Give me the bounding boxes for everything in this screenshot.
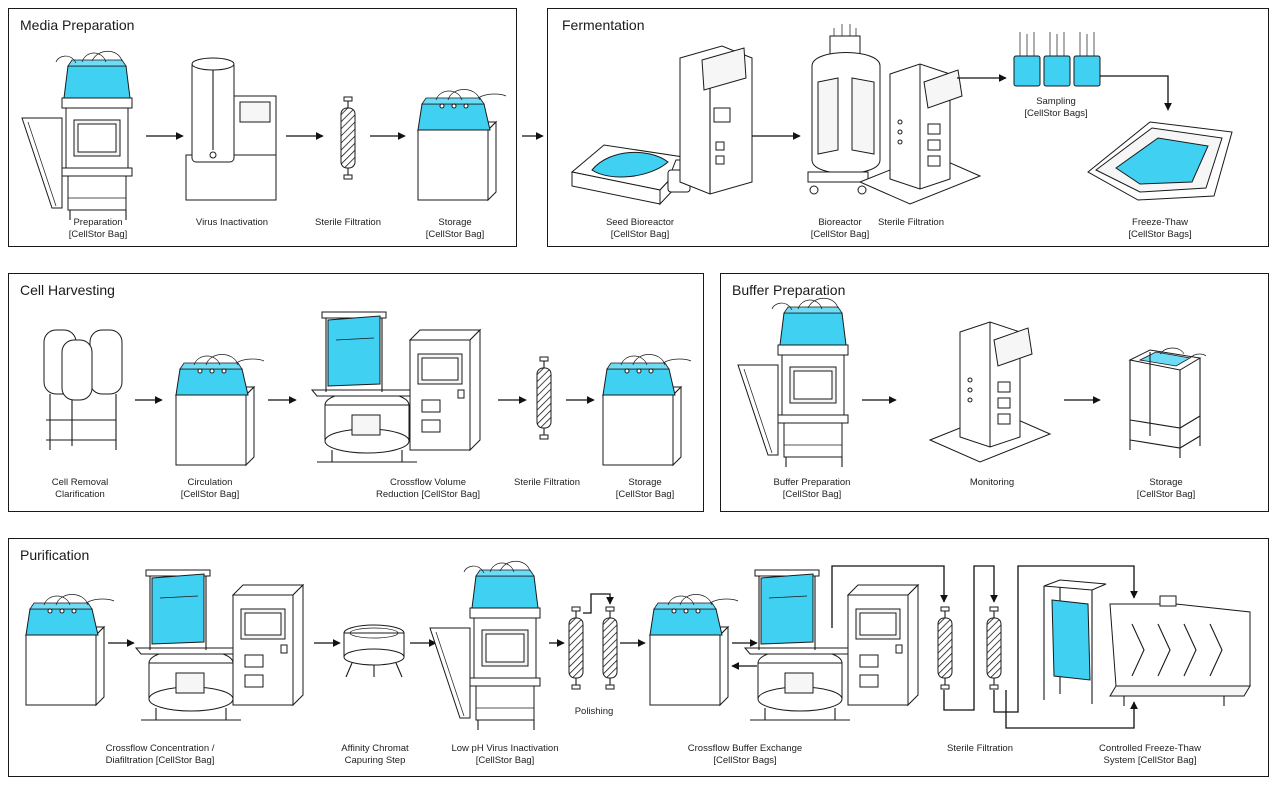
panel-purification — [8, 538, 1269, 777]
caption-storage-harvest: Storage[CellStor Bag] — [616, 477, 675, 500]
equipment-cell-removal-tanks — [43, 329, 123, 450]
caption-freeze-thaw: Freeze-Thaw[CellStor Bags] — [1128, 217, 1191, 240]
equipment-buffer-prep-station — [737, 297, 849, 468]
equipment-seed-bioreactor — [570, 144, 692, 206]
equipment-sampling-bags — [1013, 32, 1101, 87]
equipment-crossflow-cabinet — [409, 329, 481, 451]
equipment-circulation-box — [175, 354, 265, 466]
caption-crossflow-concentration: Crossflow Concentration /Diafiltration [… — [106, 743, 215, 766]
panel-buffer-preparation — [720, 273, 1269, 512]
panel-title-fermentation: Fermentation — [562, 17, 644, 33]
equipment-sterile-filter-purif-2 — [986, 606, 1002, 690]
equipment-storage-box — [417, 89, 507, 201]
equipment-low-ph-station — [429, 560, 541, 731]
flow-arrow-elbow — [993, 565, 1138, 713]
equipment-conc-cabinet — [232, 584, 304, 706]
equipment-conc-storage-box — [25, 594, 115, 706]
caption-preparation: Preparation[CellStor Bag] — [69, 217, 128, 240]
caption-sterile-filtration-harvest: Sterile Filtration — [514, 477, 580, 488]
equipment-freeze-thaw-system — [1043, 579, 1251, 706]
caption-circulation: Circulation[CellStor Bag] — [181, 477, 240, 500]
caption-seed-bioreactor: Seed Bioreactor[CellStor Bag] — [606, 217, 674, 240]
equipment-polishing-filter-2 — [602, 606, 618, 690]
equipment-polishing-filter-1 — [568, 606, 584, 690]
caption-virus-inactivation: Virus Inactivation — [196, 217, 268, 228]
panel-title-buffer: Buffer Preparation — [732, 282, 845, 298]
flow-arrow-elbow — [943, 565, 998, 711]
equipment-freeze-thaw-tray — [1087, 121, 1233, 201]
equipment-virus-inactivation — [185, 57, 277, 201]
panel-title-media: Media Preparation — [20, 17, 134, 33]
panel-cell-harvesting — [8, 273, 704, 512]
caption-polishing: Polishing — [575, 706, 614, 717]
equipment-sterile-filter-purif-1 — [937, 606, 953, 690]
equipment-storage-box-harvest — [602, 354, 692, 466]
flow-arrow-elbow — [831, 565, 948, 628]
equipment-monitoring-tower — [929, 321, 1051, 463]
caption-sampling: Sampling[CellStor Bags] — [1024, 96, 1087, 119]
equipment-bioreactor — [807, 24, 881, 195]
equipment-sterile-filter — [340, 96, 356, 180]
flow-arrow-elbow — [1005, 690, 1138, 729]
equipment-sterile-filter-harvest — [536, 356, 552, 440]
equipment-buffer-exchange-cabinet — [847, 584, 919, 706]
equipment-preparation-station — [21, 50, 133, 221]
flow-arrow-elbow — [1100, 75, 1172, 111]
panel-fermentation — [547, 8, 1269, 247]
caption-storage-buffer: Storage[CellStor Bag] — [1137, 477, 1196, 500]
panel-title-harvesting: Cell Harvesting — [20, 282, 115, 298]
caption-monitoring: Monitoring — [970, 477, 1014, 488]
equipment-buffer-exchange-box — [649, 594, 739, 706]
equipment-affinity-column — [343, 624, 405, 678]
equipment-storage-rack — [1129, 347, 1207, 459]
flow-arrow-elbow — [583, 593, 614, 614]
caption-buffer-exchange: Crossflow Buffer Exchange[CellStor Bags] — [688, 743, 802, 766]
panel-title-purification: Purification — [20, 547, 89, 563]
caption-buffer-preparation: Buffer Preparation[CellStor Bag] — [774, 477, 851, 500]
caption-sterile-filtration-purification: Sterile Filtration — [947, 743, 1013, 754]
panel-media-preparation — [8, 8, 517, 247]
caption-sterile-filtration-fermentation: Sterile Filtration — [878, 217, 944, 228]
caption-sterile-filtration: Sterile Filtration — [315, 217, 381, 228]
equipment-fermentation-console — [679, 45, 753, 195]
caption-bioreactor: Bioreactor[CellStor Bag] — [811, 217, 870, 240]
caption-storage: Storage[CellStor Bag] — [426, 217, 485, 240]
caption-low-ph: Low pH Virus Inactivation[CellStor Bag] — [451, 743, 558, 766]
equipment-buffer-exchange-rig — [744, 569, 861, 721]
